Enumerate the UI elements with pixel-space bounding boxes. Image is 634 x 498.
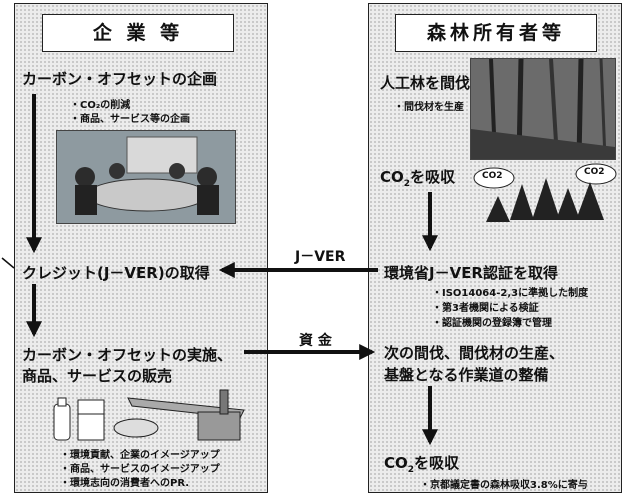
co2-tag-right: CO2 bbox=[584, 167, 605, 177]
moe-jver-certification: 環境省J－VER認証を取得 bbox=[384, 264, 558, 282]
product-illustrations bbox=[48, 384, 258, 444]
cert-bullet-1: ・ISO14064-2,3に準拠した制度 bbox=[432, 288, 589, 299]
trees-illustration: CO2 CO2 bbox=[470, 160, 618, 226]
next-thinning-line2: 基盤となる作業道の整備 bbox=[384, 366, 549, 384]
forest-photo bbox=[470, 58, 616, 160]
benefit-bullet-3: ・環境志向の消費者へのPR. bbox=[60, 478, 190, 489]
arrow-edge-pointer bbox=[1, 257, 15, 269]
cert-bullet-2: ・第3者機関による検証 bbox=[432, 303, 539, 314]
offset-implementation-line2: 商品、サービスの販売 bbox=[22, 367, 173, 385]
planning-bullet-1: ・CO₂の削減 bbox=[70, 100, 131, 111]
funds-flow-label: 資 金 bbox=[296, 330, 335, 350]
benefit-bullet-2: ・商品、サービスのイメージアップ bbox=[60, 464, 220, 475]
credit-acquisition: クレジット(J－VER)の取得 bbox=[22, 264, 210, 282]
offset-implementation-line1: カーボン・オフセットの実施、 bbox=[22, 346, 233, 364]
carbon-offset-planning: カーボン・オフセットの企画 bbox=[22, 70, 218, 88]
co2-absorption-2: CO2を吸収 bbox=[384, 454, 460, 475]
benefit-bullet-1: ・環境貢献、企業のイメージアップ bbox=[60, 450, 220, 461]
companies-title: 企 業 等 bbox=[42, 14, 234, 52]
planning-bullet-2: ・商品、サービス等の企画 bbox=[70, 114, 190, 125]
cert-bullet-3: ・認証機関の登録簿で管理 bbox=[432, 318, 552, 329]
thinning-bullet: ・間伐材を生産 bbox=[394, 102, 464, 113]
co2-tag-left: CO2 bbox=[482, 171, 503, 181]
forest-owners-title: 森林所有者等 bbox=[395, 14, 597, 52]
next-thinning-line1: 次の間伐、間伐材の生産、 bbox=[384, 344, 565, 362]
meeting-photo bbox=[56, 130, 236, 224]
thinning-planted-forest: 人工林を間伐 bbox=[380, 74, 471, 92]
kyoto-bullet: ・京都議定書の森林吸収3.8%に寄与 bbox=[420, 480, 588, 491]
co2-absorption-1: CO2を吸収 bbox=[380, 168, 456, 189]
jver-flow-label: J－VER bbox=[292, 246, 349, 266]
